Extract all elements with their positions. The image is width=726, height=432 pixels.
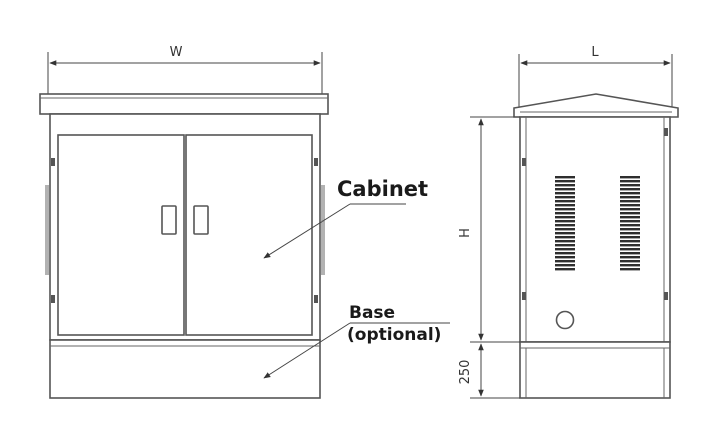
width-label: W xyxy=(170,45,183,60)
side-cabinet-body xyxy=(519,116,671,343)
vent-slat xyxy=(620,236,640,239)
vent-slat xyxy=(620,264,640,267)
vent-slat xyxy=(555,252,575,255)
width-dimension: W xyxy=(47,45,323,94)
vent-slat xyxy=(555,248,575,251)
vent-slat xyxy=(620,268,640,271)
bolt-icon xyxy=(664,128,668,136)
vent-slat xyxy=(620,256,640,259)
vent-slat xyxy=(555,176,575,179)
base-height-label: 250 xyxy=(458,360,473,385)
bolt-icon xyxy=(664,292,668,300)
hinge-icon xyxy=(314,295,318,303)
vent-slat xyxy=(620,216,640,219)
length-dimension: L xyxy=(518,45,673,110)
vent-slat xyxy=(555,208,575,211)
vent-slat xyxy=(555,180,575,183)
vent-slat xyxy=(555,184,575,187)
front-roof-cap xyxy=(39,93,329,115)
left-door-handle xyxy=(161,205,177,235)
vent-slat xyxy=(620,244,640,247)
height-dimension: H 250 xyxy=(458,116,520,399)
vent-slat xyxy=(620,184,640,187)
vent-slat xyxy=(555,188,575,191)
vent-slat xyxy=(620,204,640,207)
vent-slat xyxy=(555,244,575,247)
vent-slat xyxy=(555,228,575,231)
vent-slat xyxy=(620,232,640,235)
vent-slat xyxy=(620,200,640,203)
front-base xyxy=(49,339,321,399)
vent-slat xyxy=(620,208,640,211)
vent-slat xyxy=(555,236,575,239)
vent-slat xyxy=(620,224,640,227)
side-view: L H 250 xyxy=(458,45,679,399)
vent-slat xyxy=(555,268,575,271)
vent-slat xyxy=(555,196,575,199)
base-optional-label: (optional) xyxy=(347,325,441,345)
vent-slat xyxy=(555,220,575,223)
side-roof xyxy=(513,93,679,118)
vent-slat xyxy=(555,204,575,207)
vent-slat xyxy=(620,188,640,191)
right-door xyxy=(185,134,313,336)
vent-slat xyxy=(555,192,575,195)
vent-slat xyxy=(620,228,640,231)
vent-slat xyxy=(620,260,640,263)
left-vent-louvers xyxy=(555,176,575,271)
vent-slat xyxy=(620,212,640,215)
hinge-icon xyxy=(51,158,55,166)
vent-slat xyxy=(620,240,640,243)
vent-slat xyxy=(555,224,575,227)
bolt-icon xyxy=(522,292,526,300)
base-callout: Base (optional) xyxy=(263,303,450,379)
right-vent-louvers xyxy=(620,176,640,271)
vent-slat xyxy=(620,248,640,251)
vent-slat xyxy=(620,176,640,179)
front-cabinet-body xyxy=(49,113,321,341)
left-door xyxy=(57,134,185,336)
vent-slat xyxy=(620,196,640,199)
cabinet-label: Cabinet xyxy=(337,177,428,201)
vent-slat xyxy=(620,180,640,183)
bolt-icon xyxy=(522,158,526,166)
vent-slat xyxy=(620,220,640,223)
vent-slat xyxy=(555,216,575,219)
vent-slat xyxy=(555,200,575,203)
vent-slat xyxy=(555,260,575,263)
hinge-icon xyxy=(51,295,55,303)
vent-slat xyxy=(555,232,575,235)
cable-port-icon xyxy=(555,310,575,330)
hinge-icon xyxy=(314,158,318,166)
vent-slat xyxy=(555,256,575,259)
side-base xyxy=(519,341,671,399)
vent-slat xyxy=(620,252,640,255)
vent-slat xyxy=(555,240,575,243)
vent-slat xyxy=(555,212,575,215)
right-door-handle xyxy=(193,205,209,235)
vent-slat xyxy=(555,264,575,267)
cabinet-callout: Cabinet xyxy=(263,177,428,259)
front-view: W Cabinet Base xyxy=(39,45,450,399)
vent-slat xyxy=(620,192,640,195)
length-label: L xyxy=(591,45,599,60)
base-label: Base xyxy=(349,303,395,323)
height-label: H xyxy=(458,228,473,238)
